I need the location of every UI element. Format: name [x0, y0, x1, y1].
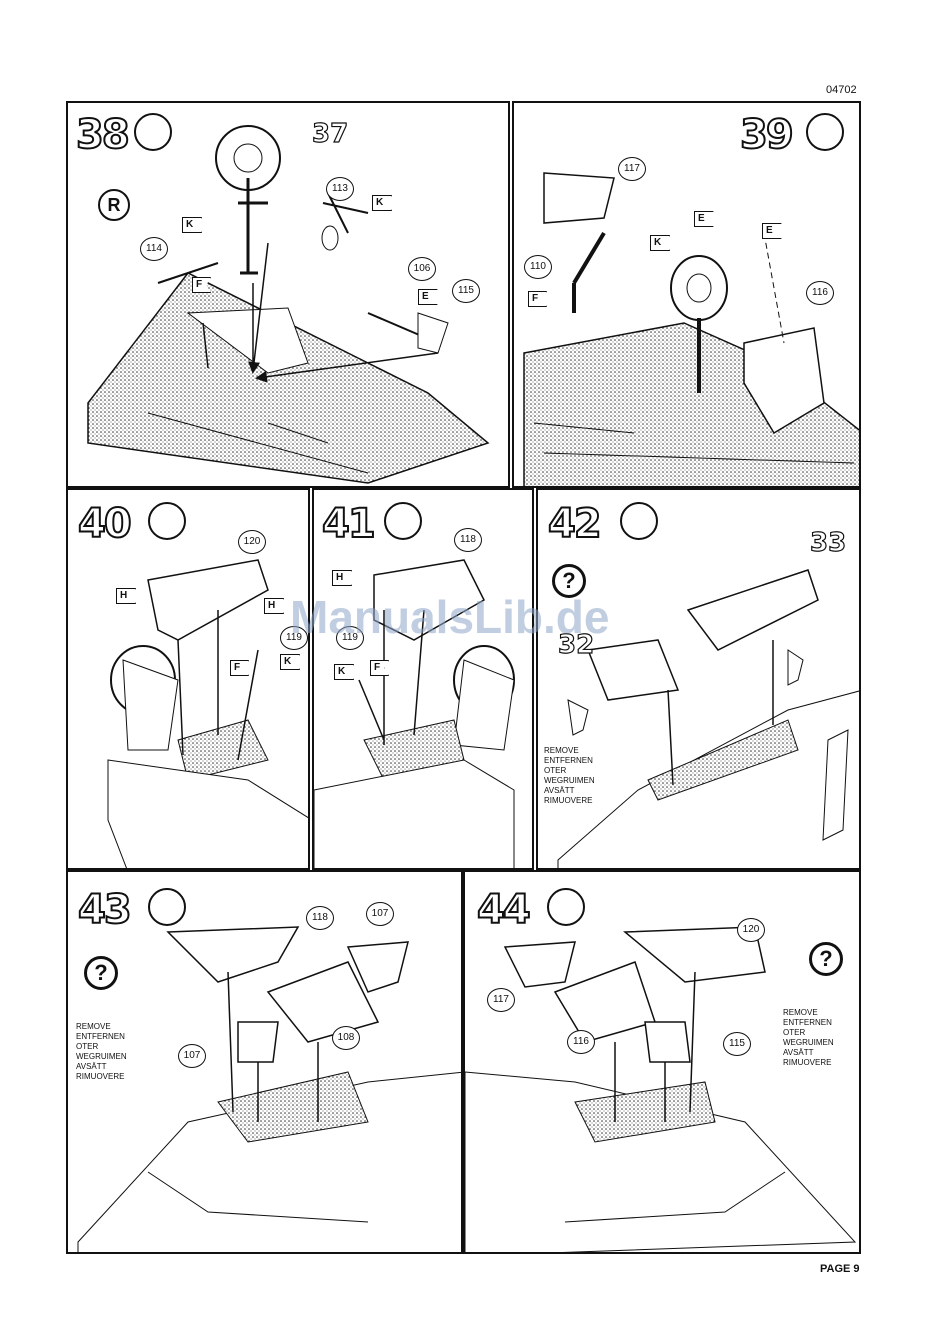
- optional-step-icon: ?: [552, 564, 586, 598]
- reference-part: 32: [557, 630, 595, 660]
- reference-part: 33: [809, 528, 847, 558]
- part-number: 118: [454, 528, 482, 552]
- part-number: 119: [336, 626, 364, 650]
- step-41-illustration: [314, 559, 515, 868]
- reference-step: 37: [311, 119, 349, 149]
- step-number: 38: [75, 112, 131, 158]
- part-number: 118: [306, 906, 334, 930]
- glue-icon: [806, 113, 844, 151]
- step-number: 40: [77, 501, 133, 547]
- glue-icon: [148, 888, 186, 926]
- paint-code-flag: E: [694, 211, 714, 227]
- glue-icon: [547, 888, 585, 926]
- right-side-badge: R: [98, 189, 130, 221]
- part-number: 114: [140, 237, 168, 261]
- step-number: 41: [321, 501, 377, 547]
- step-44-illustration: [465, 926, 857, 1252]
- part-number: 107: [178, 1044, 206, 1068]
- paint-code-flag: H: [116, 588, 137, 604]
- glue-icon: [620, 502, 658, 540]
- step-number: 43: [77, 887, 133, 933]
- step-39-illustration: [523, 172, 859, 486]
- optional-step-icon: ?: [809, 942, 843, 976]
- part-number: 117: [618, 157, 646, 181]
- part-number: 110: [524, 255, 552, 279]
- part-number: 115: [723, 1032, 751, 1056]
- remove-instruction: REMOVE ENTFERNEN OTER WEGRUIMEN AVSÄTT R…: [783, 1008, 834, 1067]
- glue-icon: [148, 502, 186, 540]
- step-41-panel: 41 118 119 H F K: [312, 488, 534, 870]
- page-number: PAGE 9: [820, 1263, 860, 1275]
- step-43-illustration: [77, 926, 461, 1252]
- step-43-panel: 43 ? 118 107 108 107 REMOVE ENTFERNEN OT…: [66, 870, 463, 1254]
- part-number: 106: [408, 257, 436, 281]
- step-44-panel: 44 ? 120 117 116 115 REMOVE ENTFERNEN OT…: [463, 870, 861, 1254]
- part-number: 115: [452, 279, 480, 303]
- part-number: 117: [487, 988, 515, 1012]
- remove-instruction: REMOVE ENTFERNEN OTER WEGRUIMEN AVSÄTT R…: [544, 746, 595, 805]
- part-number: 120: [737, 918, 765, 942]
- document-code: 04702: [826, 84, 857, 96]
- part-number: 120: [238, 530, 266, 554]
- part-number: 119: [280, 626, 308, 650]
- step-38-panel: 38 37 R 113 114 106 115 K K F E: [66, 101, 510, 488]
- part-number: 116: [567, 1030, 595, 1054]
- glue-icon: [134, 113, 172, 151]
- step-number: 39: [739, 112, 795, 158]
- step-40-illustration: [107, 559, 308, 868]
- step-number: 44: [476, 887, 532, 933]
- step-42-panel: 42 ? 33 32 REMOVE ENTFERNEN OTER WEGRUIM…: [536, 488, 861, 870]
- step-40-panel: 40 120 119 H H F K: [66, 488, 310, 870]
- part-number: 108: [332, 1026, 360, 1050]
- part-number: 107: [366, 902, 394, 926]
- part-number: 116: [806, 281, 834, 305]
- step-number: 42: [547, 501, 603, 547]
- step-42-illustration: [557, 569, 859, 868]
- glue-icon: [384, 502, 422, 540]
- remove-instruction: REMOVE ENTFERNEN OTER WEGRUIMEN AVSÄTT R…: [76, 1022, 127, 1081]
- optional-step-icon: ?: [84, 956, 118, 990]
- step-38-illustration: [87, 125, 490, 484]
- part-number: 113: [326, 177, 354, 201]
- step-39-panel: 39 117 110 116 E K F E: [512, 101, 861, 488]
